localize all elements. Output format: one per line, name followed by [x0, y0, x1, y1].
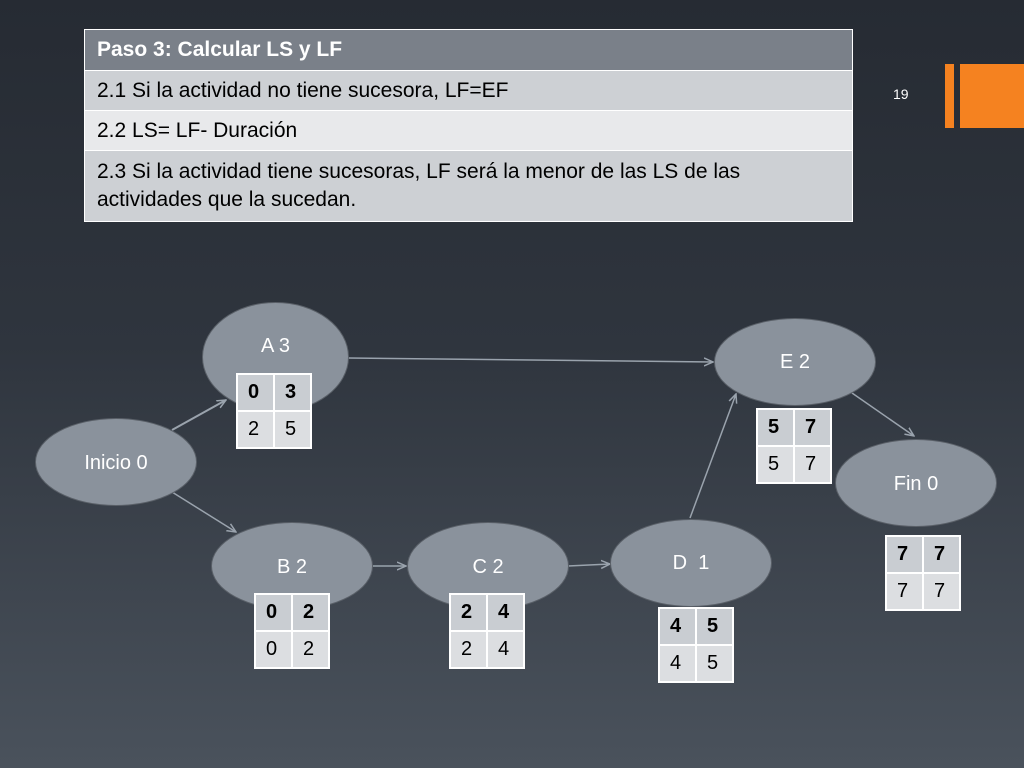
edge-inicio-a: [171, 400, 226, 431]
rules-table: Paso 3: Calcular LS y LF 2.1 Si la activ…: [84, 29, 853, 222]
fin-ls: 7: [885, 572, 924, 611]
node-fin-label: Fin 0: [893, 473, 939, 495]
node-c-label: C 2: [472, 556, 504, 578]
a-lf: 5: [273, 410, 312, 449]
e-es: 5: [756, 408, 795, 447]
b-lf: 2: [291, 630, 330, 669]
c-lf: 4: [486, 630, 525, 669]
fin-lf: 7: [922, 572, 961, 611]
d-ef: 5: [695, 607, 734, 646]
slide-number: 19: [893, 86, 909, 102]
node-d: D 1: [610, 519, 772, 607]
edge-e-fin: [851, 392, 914, 436]
edge-c-d: [567, 564, 610, 566]
fin-ef: 7: [922, 535, 961, 574]
d-es: 4: [658, 607, 697, 646]
e-lf: 7: [793, 445, 832, 484]
fin-es: 7: [885, 535, 924, 574]
node-e-label: E 2: [779, 351, 811, 373]
c-es: 2: [449, 593, 488, 632]
d-ls: 4: [658, 644, 697, 683]
e-ef: 7: [793, 408, 832, 447]
node-b-label: B 2: [276, 556, 308, 578]
a-es: 0: [236, 373, 275, 412]
edge-a-e: [347, 358, 713, 362]
node-fin: Fin 0: [835, 439, 997, 527]
rules-header: Paso 3: Calcular LS y LF: [84, 29, 853, 71]
node-e: E 2: [714, 318, 876, 406]
b-ls: 0: [254, 630, 293, 669]
a-ls: 2: [236, 410, 275, 449]
edge-d-e: [689, 394, 736, 519]
accent-bar-thick: [960, 64, 1024, 128]
c-ls: 2: [449, 630, 488, 669]
e-ls: 5: [756, 445, 795, 484]
a-ef: 3: [273, 373, 312, 412]
node-inicio-label: Inicio 0: [84, 452, 148, 474]
node-a-label: A 3: [261, 335, 290, 357]
b-ef: 2: [291, 593, 330, 632]
node-d-label: D 1: [672, 552, 710, 574]
c-ef: 4: [486, 593, 525, 632]
accent-bar-thin: [945, 64, 954, 128]
b-es: 0: [254, 593, 293, 632]
edge-inicio-b: [171, 491, 236, 532]
rule-2-3: 2.3 Si la actividad tiene sucesoras, LF …: [84, 150, 853, 222]
node-inicio: Inicio 0: [35, 418, 197, 506]
rule-2-1: 2.1 Si la actividad no tiene sucesora, L…: [84, 70, 853, 111]
d-lf: 5: [695, 644, 734, 683]
